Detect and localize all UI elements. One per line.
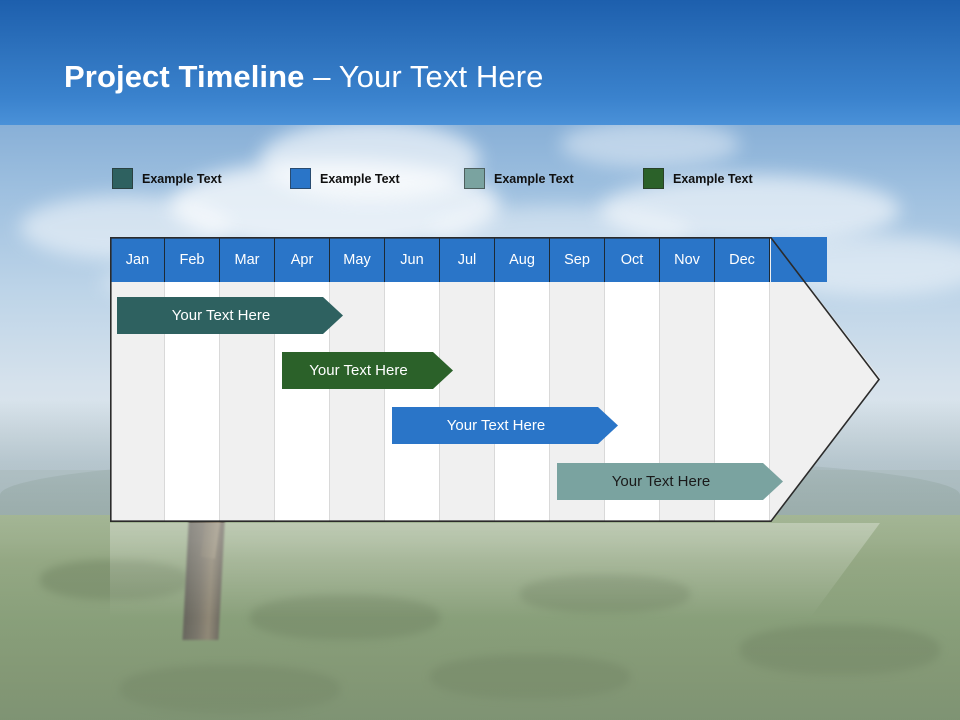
legend-item-label: Example Text [142, 171, 222, 186]
timeline-column-jun [385, 282, 440, 522]
legend-item-label: Example Text [673, 171, 753, 186]
timeline-bar-4[interactable]: Your Text Here [557, 463, 783, 500]
legend-swatch-icon [112, 168, 133, 189]
timeline-bar-label: Your Text Here [446, 417, 546, 434]
month-header-may[interactable]: May [330, 237, 385, 282]
month-header-jan[interactable]: Jan [110, 237, 165, 282]
month-header-label: May [343, 251, 371, 268]
timeline-bar-label: Your Text Here [309, 362, 408, 379]
title-band [0, 0, 960, 125]
timeline-arrow-body: Jan Feb Mar Apr May Jun Jul Aug Sep Oct Nov Dec You… [110, 237, 880, 522]
month-header-label: Jan [125, 251, 150, 268]
cloud-shape [560, 120, 740, 168]
month-header-label: Mar [234, 251, 260, 268]
timeline-chart: Jan Feb Mar Apr May Jun Jul Aug Sep Oct Nov Dec You… [110, 237, 880, 522]
month-header-nov[interactable]: Nov [660, 237, 715, 282]
legend-item-label: Example Text [494, 171, 574, 186]
timeline-bar-3[interactable]: Your Text Here [392, 407, 618, 444]
timeline-month-header: Jan Feb Mar Apr May Jun Jul Aug Sep Oct Nov Dec [110, 237, 826, 282]
timeline-bar-label: Your Text Here [171, 307, 271, 324]
month-header-label: Feb [179, 251, 205, 268]
month-header-label: Apr [290, 251, 314, 268]
legend-item-label: Example Text [320, 171, 400, 186]
month-header-mar[interactable]: Mar [220, 237, 275, 282]
legend-item-1[interactable]: Example Text [112, 168, 222, 189]
month-header-label: Oct [620, 251, 644, 268]
month-header-label: Dec [729, 251, 755, 268]
month-header-label: Jul [457, 251, 477, 268]
month-header-jul[interactable]: Jul [440, 237, 495, 282]
month-header-aug[interactable]: Aug [495, 237, 550, 282]
month-header-label: Sep [564, 251, 590, 268]
legend-item-4[interactable]: Example Text [643, 168, 753, 189]
background-grass-field [0, 515, 960, 720]
legend-item-2[interactable]: Example Text [290, 168, 400, 189]
month-header-label: Aug [509, 251, 535, 268]
month-header-sep[interactable]: Sep [550, 237, 605, 282]
month-header-apr[interactable]: Apr [275, 237, 330, 282]
page-title-strong: Project Timeline [64, 59, 305, 94]
month-header-label: Jun [400, 251, 424, 268]
timeline-bar-1[interactable]: Your Text Here [117, 297, 343, 334]
month-header-dec[interactable]: Dec [715, 237, 770, 282]
month-header-oct[interactable]: Oct [605, 237, 660, 282]
month-header-jun[interactable]: Jun [385, 237, 440, 282]
legend-swatch-icon [464, 168, 485, 189]
timeline-column-jul [440, 282, 495, 522]
legend-swatch-icon [290, 168, 311, 189]
timeline-bar-2[interactable]: Your Text Here [282, 352, 453, 389]
month-header-label: Nov [674, 251, 700, 268]
legend: Example Text Example Text Example Text E… [112, 168, 832, 198]
timeline-bar-label: Your Text Here [611, 473, 711, 490]
legend-swatch-icon [643, 168, 664, 189]
page-title-light: – Your Text Here [304, 59, 544, 94]
month-header-feb[interactable]: Feb [165, 237, 220, 282]
legend-item-3[interactable]: Example Text [464, 168, 574, 189]
timeline-column-aug [495, 282, 550, 522]
page-title: Project Timeline – Your Text Here [64, 59, 543, 95]
